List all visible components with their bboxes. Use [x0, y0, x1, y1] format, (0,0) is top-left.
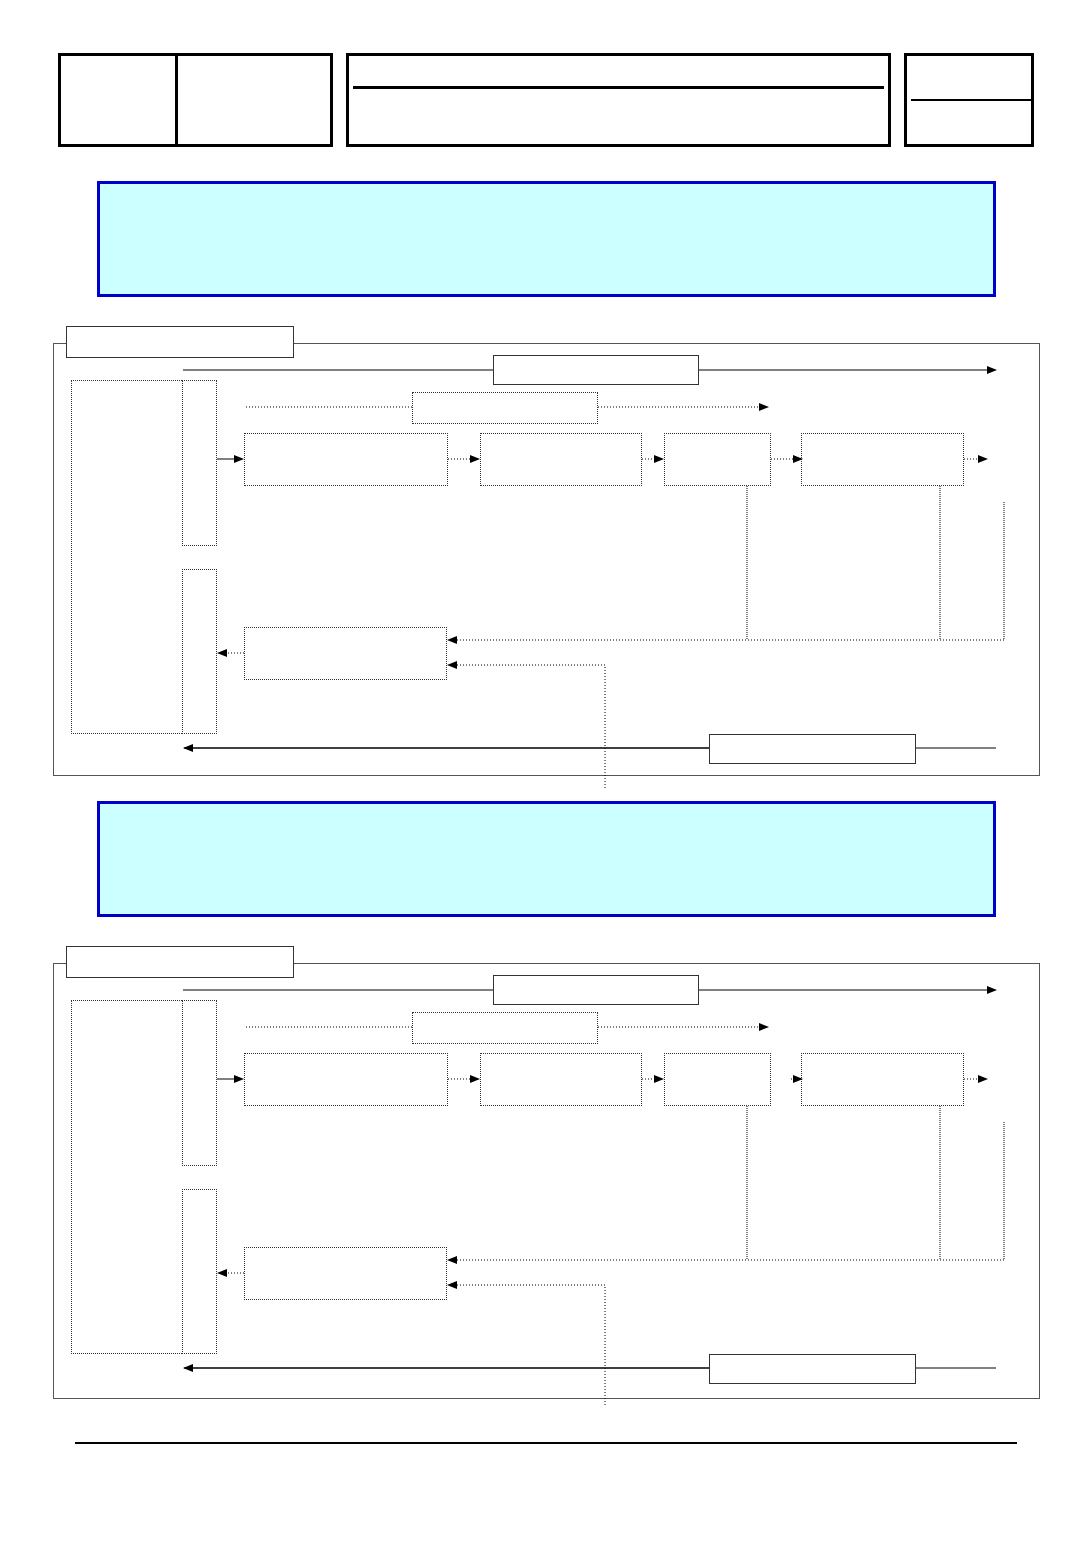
header-code-box — [904, 53, 1034, 147]
info-banner-1 — [97, 181, 996, 297]
header-title-rule — [353, 86, 884, 89]
footer-rule — [75, 1442, 1017, 1444]
header-title-box — [346, 53, 891, 147]
panel-1-left-upper — [182, 380, 217, 546]
panel-2-return-box — [244, 1247, 447, 1300]
panel-1-external-input-arrow — [447, 661, 606, 788]
header-cell-2 — [175, 53, 333, 147]
panel-2-external-input-arrow — [447, 1281, 606, 1405]
panel-2-left-column — [71, 1000, 184, 1354]
info-banner-2 — [97, 801, 996, 917]
panel-1-top-flow-label — [493, 355, 699, 385]
panel-1-return-box — [244, 627, 447, 680]
panel-1-step-3 — [664, 433, 771, 486]
panel-2-bottom-flow-label — [709, 1354, 916, 1384]
panel-2-step-4 — [801, 1053, 964, 1106]
panel-1-left-lower — [182, 569, 217, 734]
header-code-rule — [911, 99, 1031, 101]
panel-1-left-column — [71, 380, 184, 734]
panel-2-step-1 — [244, 1053, 448, 1106]
panel-2-step-2 — [480, 1053, 642, 1106]
panel-2-left-lower — [182, 1189, 217, 1354]
panel-1-step-1 — [244, 433, 448, 486]
panel-1-secondary-flow-label — [412, 392, 598, 424]
flow-panel-2 — [53, 963, 1040, 1399]
panel-2-step-3 — [664, 1053, 771, 1106]
panel-2-secondary-flow-label — [412, 1012, 598, 1044]
panel-1-step-4 — [801, 433, 964, 486]
panel-1-connectors — [183, 366, 1005, 788]
flow-panel-1 — [53, 343, 1040, 776]
panel-2-left-upper — [182, 1000, 217, 1166]
flow-panel-1-tab — [66, 326, 294, 358]
footer-text — [75, 1450, 1017, 1474]
panel-1-step-2 — [480, 433, 642, 486]
flow-panel-2-tab — [66, 946, 294, 978]
panel-1-bottom-flow-label — [709, 734, 916, 764]
panel-2-connectors — [183, 986, 1005, 1405]
panel-2-top-flow-label — [493, 975, 699, 1005]
